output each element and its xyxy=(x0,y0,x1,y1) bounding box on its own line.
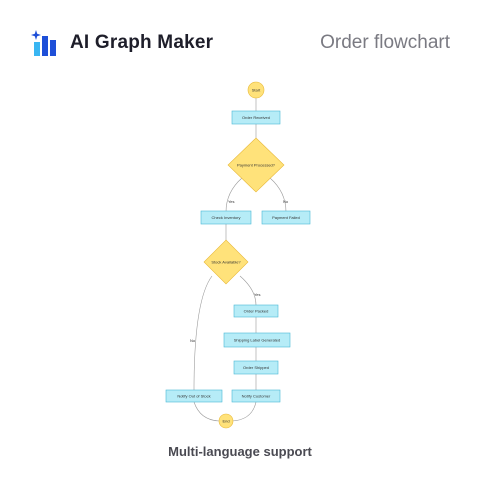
node-order-packed: Order Packed xyxy=(233,304,279,318)
node-start-label: Start xyxy=(252,88,261,93)
edge-label-no-stock: No xyxy=(190,338,196,343)
node-payment-failed-label: Payment Failed xyxy=(272,215,300,220)
node-notify-out-of-stock-label: Notify Out of Stock xyxy=(177,394,210,399)
node-shipping-label-label: Shipping Label Generated xyxy=(234,338,280,343)
node-check-inventory: Check Inventory xyxy=(200,210,252,225)
edge-payment-no xyxy=(269,177,287,213)
node-order-packed-label: Order Packed xyxy=(244,309,269,314)
node-start: Start xyxy=(247,81,265,99)
bar-chart-sparkle-icon xyxy=(31,30,56,56)
edge-payment-yes xyxy=(225,177,243,213)
edge-out-of-stock-to-end xyxy=(193,401,220,422)
edge-notify-to-end xyxy=(231,401,257,422)
node-order-shipped: Order Shipped xyxy=(233,360,279,375)
node-check-inventory-label: Check Inventory xyxy=(212,215,241,220)
node-payment-failed: Payment Failed xyxy=(261,210,311,225)
edge-stock-no xyxy=(193,275,213,391)
node-stock-available-label: Stock Available? xyxy=(211,260,241,265)
node-stock-available: Stock Available? xyxy=(203,239,249,285)
edge-label-yes-payment: Yes xyxy=(228,199,235,204)
node-notify-customer-label: Notify Customer xyxy=(242,394,271,399)
node-notify-out-of-stock: Notify Out of Stock xyxy=(165,389,223,403)
header: AI Graph Maker Order flowchart xyxy=(0,0,480,80)
node-order-received-label: Order Received xyxy=(242,115,270,120)
edge-stock-yes xyxy=(239,275,257,306)
node-end-label: End xyxy=(222,419,229,424)
edge-label-no-payment: No xyxy=(283,199,289,204)
node-order-shipped-label: Order Shipped xyxy=(243,365,269,370)
caption: Multi-language support xyxy=(168,444,312,459)
node-end: End xyxy=(218,413,234,429)
app-title: AI Graph Maker xyxy=(70,32,214,53)
node-shipping-label: Shipping Label Generated xyxy=(223,332,291,348)
page-title: Order flowchart xyxy=(320,32,450,53)
node-order-received: Order Received xyxy=(231,110,281,125)
node-notify-customer: Notify Customer xyxy=(231,389,281,403)
node-payment-processed-label: Payment Processed? xyxy=(237,163,276,168)
edges xyxy=(193,98,287,422)
edge-label-yes-stock: Yes xyxy=(254,292,261,297)
node-payment-processed: Payment Processed? xyxy=(227,137,285,193)
